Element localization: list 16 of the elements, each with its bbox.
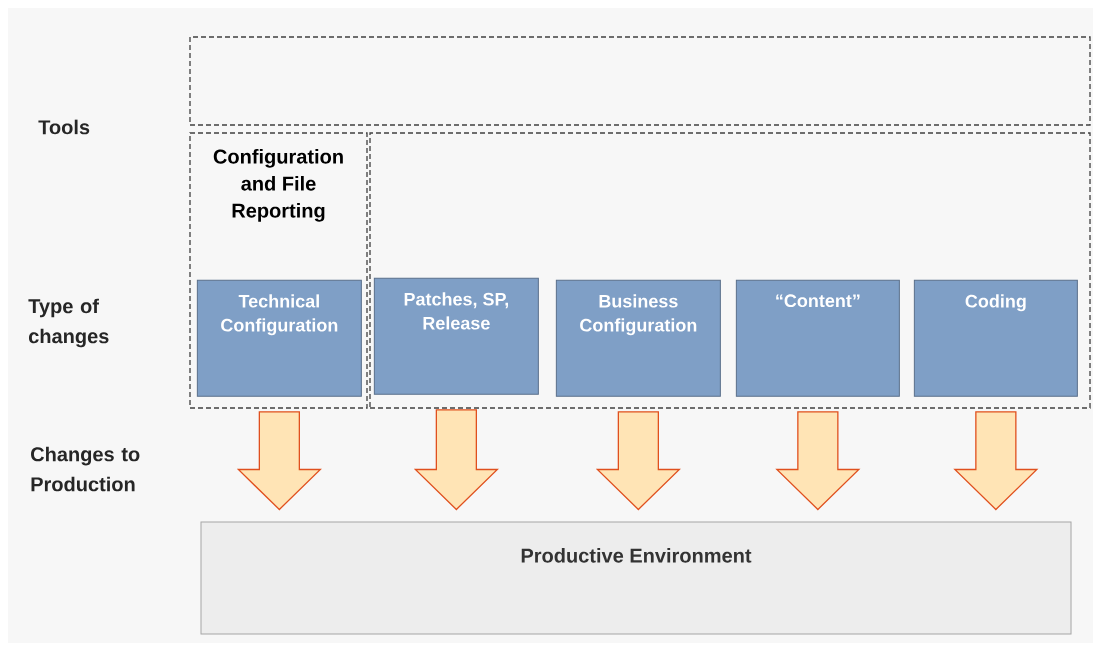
dashed-group-box [189,36,1091,126]
block-arrow [953,411,1039,511]
change-type-box: Coding [913,279,1078,397]
change-type-box: Patches, SP, Release [373,277,539,395]
environment-box: Productive Environment [200,521,1072,635]
change-type-box: Technical Configuration [196,279,362,397]
row-label: Changes to Production [31,446,140,492]
change-type-box: Business Configuration [555,279,721,397]
change-type-box: “Content” [735,279,900,397]
block-arrow [595,411,681,511]
dashed-group-box [369,132,1091,409]
block-arrow [413,409,499,511]
row-label: Tools [38,119,90,135]
block-arrow [775,411,861,511]
block-arrow [236,411,322,511]
row-label: Type of changes [28,298,109,348]
